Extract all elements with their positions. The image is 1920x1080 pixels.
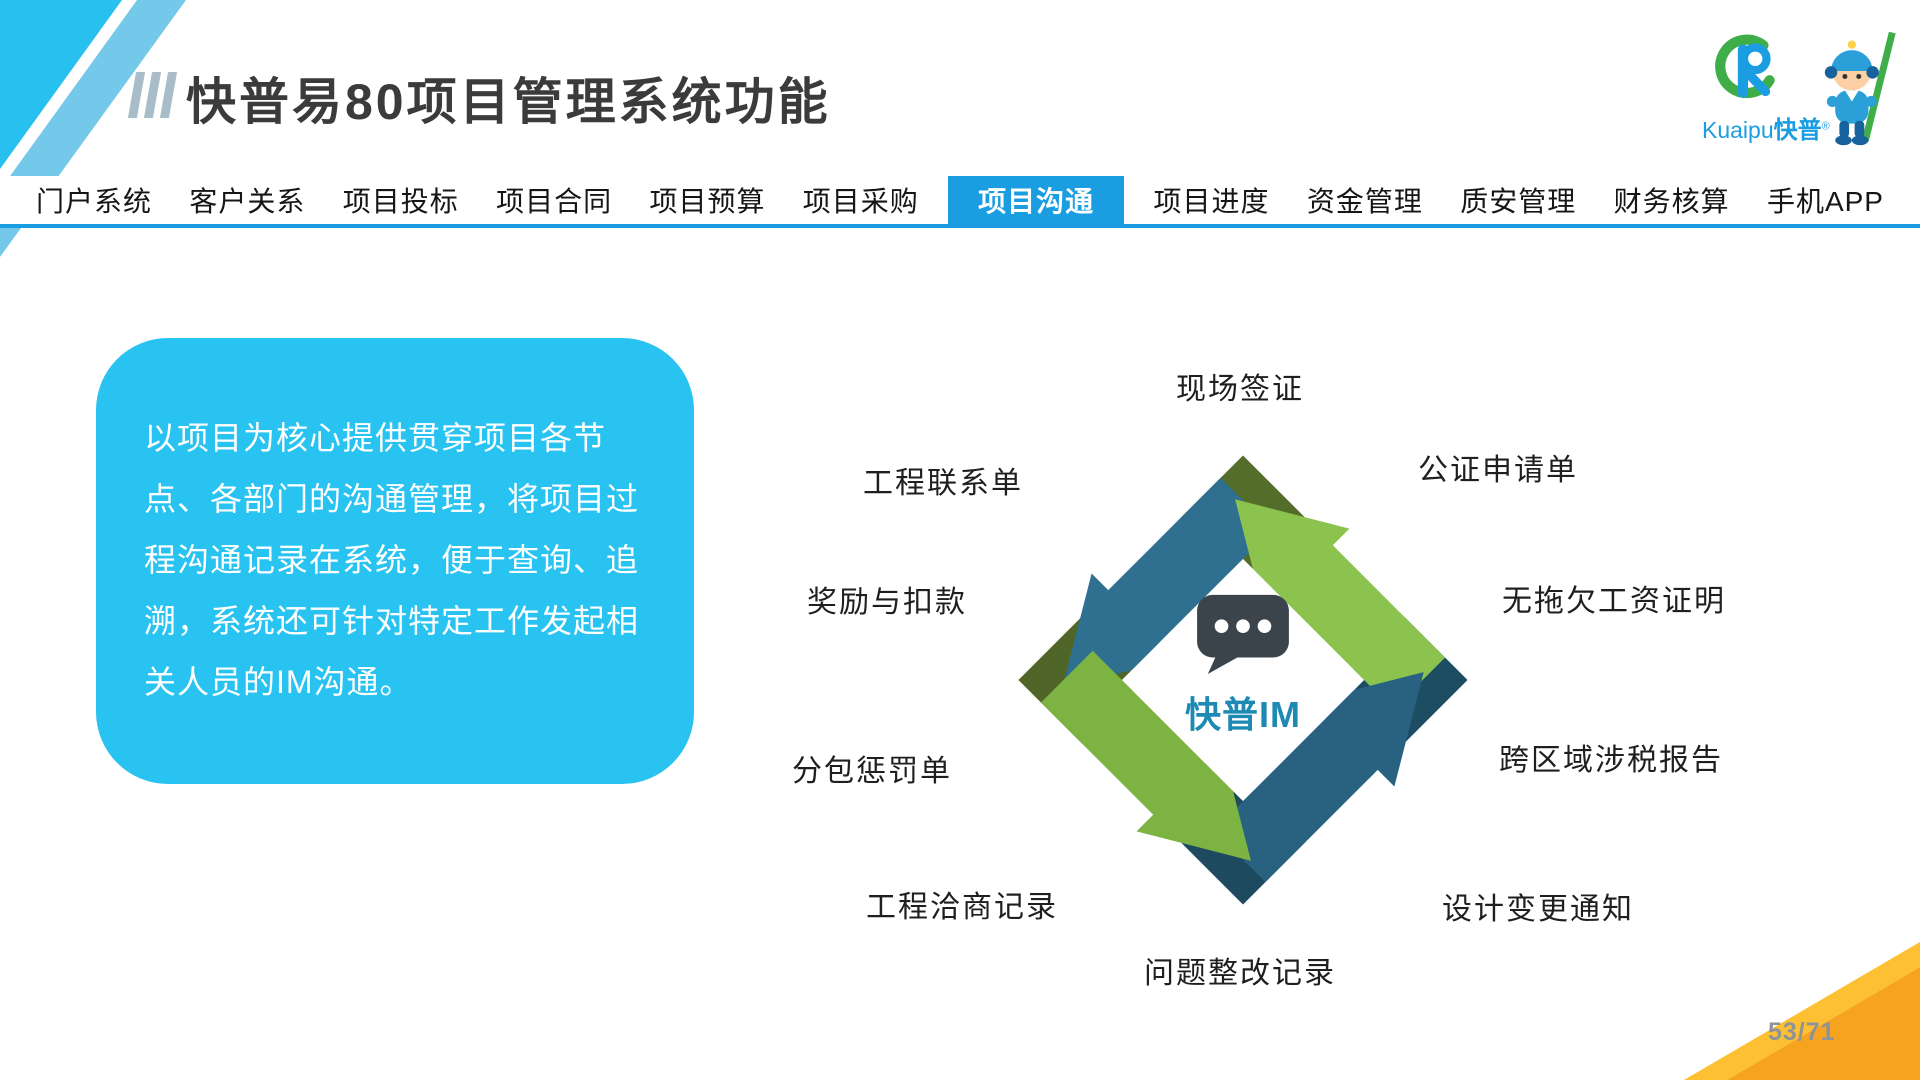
diagram-label-subcontract-penalty: 分包惩罚单 [792,755,952,788]
tab-project-progress[interactable]: 项目进度 [1153,186,1270,217]
tab-quality-safety[interactable]: 质安管理 [1460,186,1577,217]
tab-financial-accounting[interactable]: 财务核算 [1613,186,1730,217]
tab-project-bidding[interactable]: 项目投标 [342,186,459,217]
cycle-diagram [1018,455,1468,905]
tab-project-communication[interactable]: 项目沟通 [948,176,1125,224]
page-number: 53/71 [1768,1018,1836,1046]
logo-brand-latin: Kuaipu [1702,117,1774,143]
title-bars-icon [127,72,178,118]
diagram-center-area [1121,558,1365,802]
module-tabbar: 门户系统 客户关系 项目投标 项目合同 项目预算 项目采购 项目沟通 项目进度 … [0,176,1920,228]
registered-mark: ® [1821,120,1830,133]
kuaipu-logo-mark-icon [1715,34,1775,99]
logo-brand-text: Kuaipu快普® [1702,110,1830,145]
tab-project-budget[interactable]: 项目预算 [649,186,766,217]
tab-customer-relations[interactable]: 客户关系 [189,186,306,217]
arrow-south-east [1213,672,1424,883]
diagram-label-no-wage-arrears: 无拖欠工资证明 [1502,585,1726,618]
diagram-label-notarization-application: 公证申请单 [1418,454,1578,487]
diagram-label-project-contact-sheet: 工程联系单 [863,467,1023,500]
chat-bubble-icon [1197,594,1289,675]
page-title: 快普易80项目管理系统功能 [186,74,831,130]
im-center-label: 快普IM [1185,694,1301,735]
corner-decoration-bottom-right [1684,942,1920,1080]
logo-brand-cjk: 快普 [1773,117,1822,144]
diagram-label-design-change-notice: 设计变更通知 [1442,893,1634,926]
arrow-east-north [1235,499,1446,710]
arrow-west-south [1040,650,1251,861]
diagram-label-cross-region-tax-report: 跨区域涉税报告 [1499,744,1723,777]
diagram-label-reward-deduction: 奖励与扣款 [807,586,967,619]
tab-project-contract[interactable]: 项目合同 [496,186,613,217]
tab-fund-management[interactable]: 资金管理 [1306,186,1423,217]
kuaipu-mascot-icon [1824,31,1896,146]
description-box: 以项目为核心提供贯穿项目各节点、各部门的沟通管理，将项目过程沟通记录在系统，便于… [96,338,694,784]
arrow-north-west [1062,477,1273,688]
diagram-label-site-visa: 现场签证 [1176,373,1304,406]
tab-project-procurement[interactable]: 项目采购 [802,186,919,217]
corner-decoration-top-left [0,0,186,257]
diagram-label-negotiation-record: 工程洽商记录 [866,891,1058,924]
tab-mobile-app[interactable]: 手机APP [1766,186,1884,217]
tab-portal-system[interactable]: 门户系统 [36,186,153,217]
description-text: 以项目为核心提供贯穿项目各节点、各部门的沟通管理，将项目过程沟通记录在系统，便于… [144,420,640,700]
diagram-label-issue-rectification: 问题整改记录 [1144,957,1336,990]
kuaipu-logo: Kuaipu快普® [1698,28,1906,152]
